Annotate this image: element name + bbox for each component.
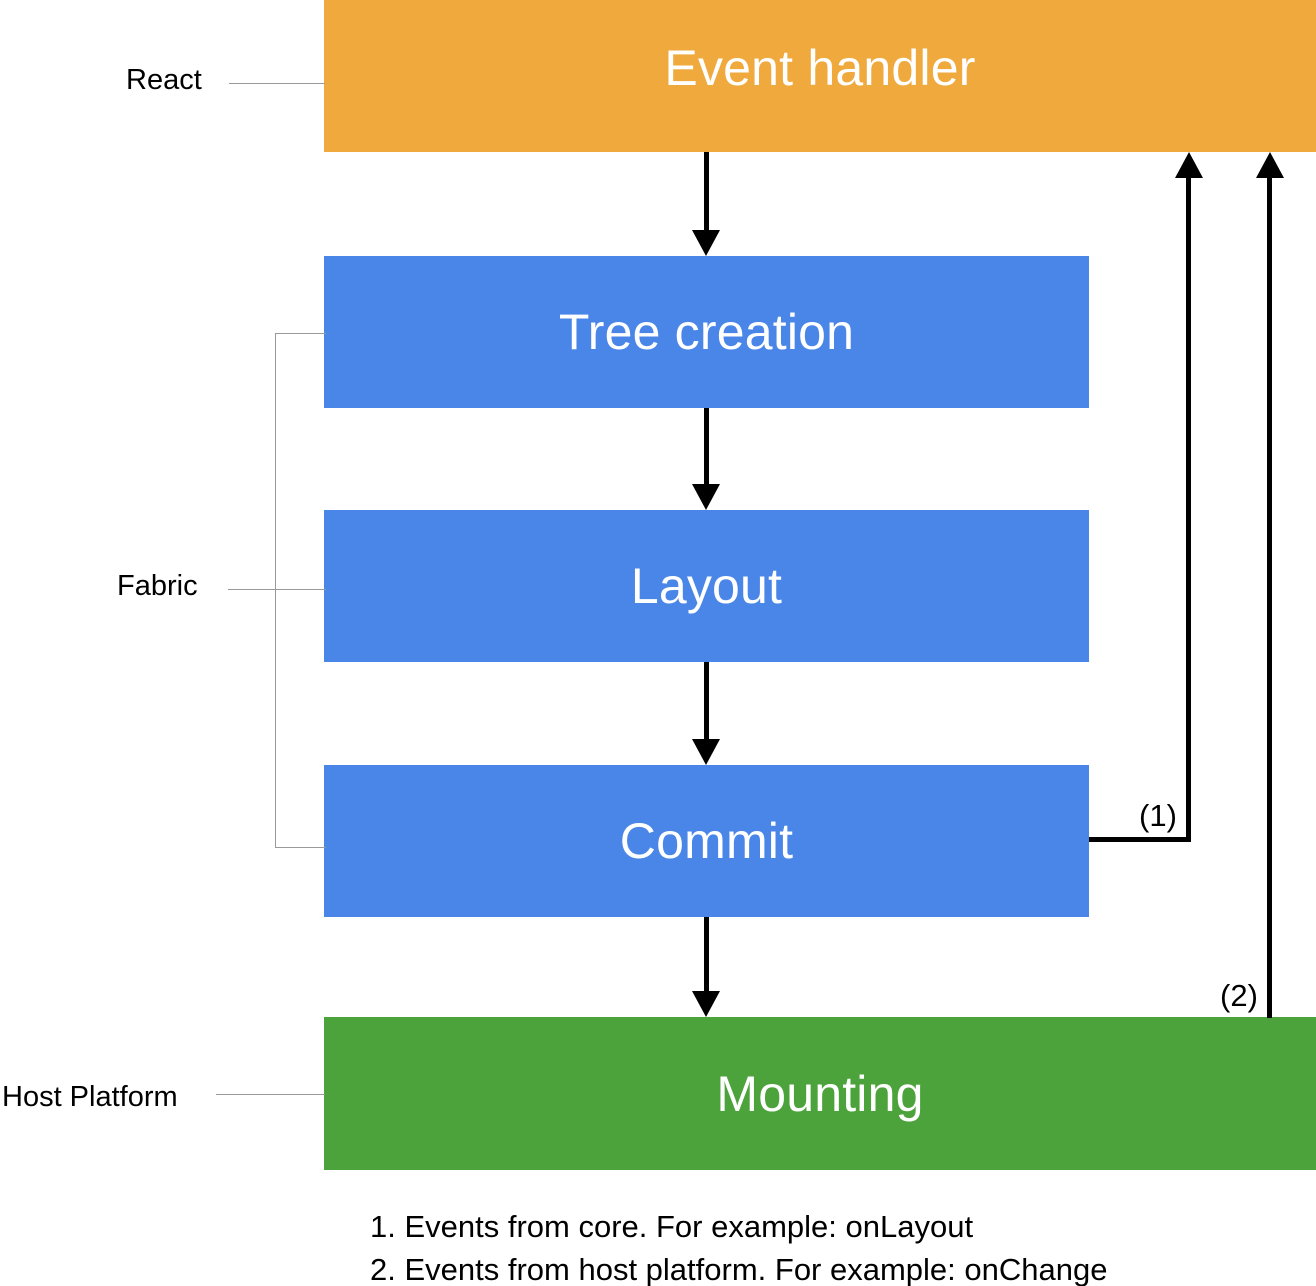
- arrow-commit-to-mounting-head-icon: [692, 991, 720, 1017]
- feedback-1-arrow-head-icon: [1175, 152, 1203, 178]
- leader-line-host-platform: [216, 1094, 325, 1095]
- layer-label-react: React: [126, 64, 202, 96]
- arrow-commit-to-mounting-line: [704, 917, 709, 993]
- box-event-handler[interactable]: Event handler: [324, 0, 1316, 152]
- layer-label-fabric: Fabric: [117, 570, 198, 602]
- callout-label-2: (2): [1220, 978, 1258, 1013]
- box-commit[interactable]: Commit: [324, 765, 1089, 917]
- layer-label-host-platform: Host Platform: [2, 1081, 178, 1113]
- callout-label-1: (1): [1139, 798, 1177, 833]
- footnote-1: 1. Events from core. For example: onLayo…: [370, 1209, 974, 1244]
- arrow-tree-to-layout-head-icon: [692, 484, 720, 510]
- feedback-1-vertical-segment: [1186, 178, 1191, 842]
- box-layout-label: Layout: [630, 558, 783, 614]
- box-tree-creation-label: Tree creation: [558, 304, 855, 360]
- feedback-2-arrow-head-icon: [1256, 152, 1284, 178]
- fabric-bracket-vertical: [275, 333, 276, 848]
- arrow-event-to-tree-line: [704, 152, 709, 232]
- box-layout[interactable]: Layout: [324, 510, 1089, 662]
- arrow-event-to-tree-head-icon: [692, 230, 720, 256]
- fabric-bracket-bottom: [275, 847, 326, 848]
- box-event-handler-label: Event handler: [664, 40, 976, 96]
- box-tree-creation[interactable]: Tree creation: [324, 256, 1089, 408]
- box-mounting-label: Mounting: [716, 1065, 924, 1122]
- arrow-layout-to-commit-head-icon: [692, 739, 720, 765]
- fabric-bracket-top: [275, 333, 326, 334]
- leader-line-react: [229, 83, 325, 84]
- footnote-2: 2. Events from host platform. For exampl…: [370, 1252, 1108, 1286]
- arrow-layout-to-commit-line: [704, 662, 709, 741]
- feedback-2-vertical-segment: [1267, 178, 1272, 1018]
- box-commit-label: Commit: [619, 813, 794, 869]
- arrow-tree-to-layout-line: [704, 408, 709, 486]
- footnotes: 1. Events from core. For example: onLayo…: [370, 1205, 1107, 1286]
- box-mounting[interactable]: Mounting: [324, 1017, 1316, 1170]
- feedback-1-horizontal-segment: [1089, 837, 1191, 842]
- leader-line-fabric: [228, 589, 326, 590]
